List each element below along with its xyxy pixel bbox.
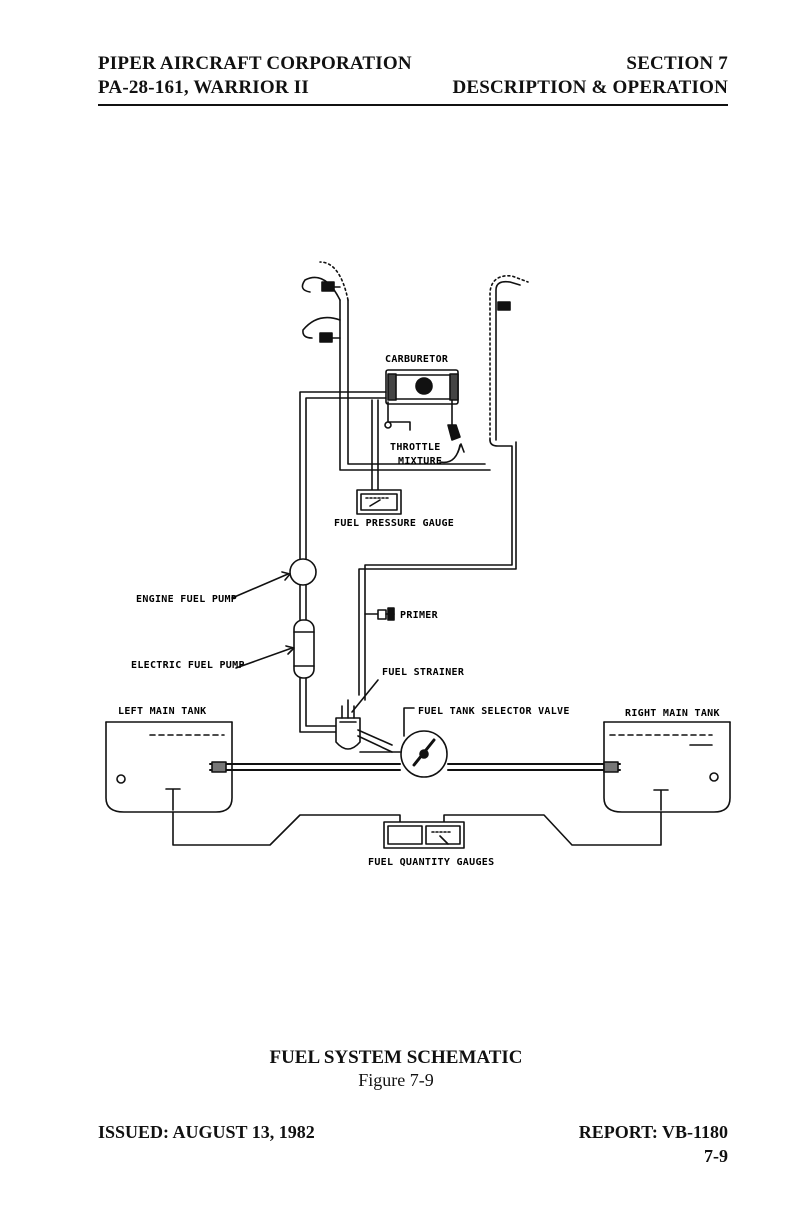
label-left-main-tank: LEFT MAIN TANK — [118, 706, 207, 717]
footer-row: ISSUED: AUGUST 13, 1982 REPORT: VB-1180 — [98, 1120, 728, 1144]
primer-line-inner — [347, 299, 486, 465]
left-main-tank — [105, 721, 233, 813]
header-row-1: PIPER AIRCRAFT CORPORATION SECTION 7 — [98, 52, 728, 76]
figure-title: FUEL SYSTEM SCHEMATIC — [269, 1047, 523, 1068]
page-number: 7-9 — [704, 1146, 728, 1166]
right-main-tank — [603, 721, 731, 813]
label-right-main-tank: RIGHT MAIN TANK — [625, 708, 720, 719]
label-fuel-strainer: FUEL STRAINER — [382, 667, 465, 678]
throttle-mixture-controls — [384, 399, 465, 464]
strainer-leader — [351, 679, 379, 713]
strainer-to-valve-line — [357, 729, 393, 746]
label-fuel-quantity-gauges: FUEL QUANTITY GAUGES — [368, 857, 494, 868]
label-fuel-pressure-gauge: FUEL PRESSURE GAUGE — [334, 518, 454, 529]
fuel-quantity-gauges — [383, 821, 465, 849]
label-fuel-tank-selector-valve: FUEL TANK SELECTOR VALVE — [418, 706, 570, 717]
figure-number: Figure 7-9 — [358, 1070, 434, 1090]
fuel-line-to-strainer — [299, 677, 337, 733]
fuel-line-carb-feed-2 — [305, 397, 387, 561]
right-primer-nozzle — [358, 275, 529, 701]
selector-leader — [403, 707, 415, 737]
carburetor — [385, 369, 459, 405]
fuel-pressure-gauge — [356, 489, 402, 515]
label-carburetor: CARBURETOR — [385, 354, 449, 365]
fuel-tank-selector-valve — [359, 730, 448, 778]
engine-fuel-pump — [289, 558, 317, 586]
section-number: SECTION 7 — [626, 53, 728, 74]
label-electric-fuel-pump: ELECTRIC FUEL PUMP — [131, 660, 245, 671]
page-footer: ISSUED: AUGUST 13, 1982 REPORT: VB-1180 … — [98, 1120, 728, 1168]
engine-pump-leader — [231, 573, 289, 599]
company-name: PIPER AIRCRAFT CORPORATION — [98, 53, 412, 74]
primer-line-outer — [339, 299, 491, 471]
label-throttle: THROTTLE — [390, 442, 441, 453]
primer-nozzles — [301, 261, 491, 471]
label-engine-fuel-pump: ENGINE FUEL PUMP — [136, 594, 237, 605]
label-mixture: MIXTURE — [398, 456, 442, 467]
fuel-strainer — [335, 699, 361, 750]
page-header: PIPER AIRCRAFT CORPORATION SECTION 7 PA-… — [98, 52, 728, 100]
header-divider — [98, 104, 728, 106]
report-number: REPORT: VB-1180 — [578, 1122, 728, 1142]
section-title: DESCRIPTION & OPERATION — [452, 77, 728, 98]
issued-date: ISSUED: AUGUST 13, 1982 — [98, 1122, 315, 1142]
left-gauge-wire — [172, 811, 401, 846]
electric-fuel-pump — [293, 619, 315, 679]
primer — [364, 607, 395, 621]
label-primer: PRIMER — [400, 610, 439, 621]
aircraft-model: PA-28-161, WARRIOR II — [98, 77, 309, 98]
electric-pump-leader — [235, 647, 293, 669]
fuel-line-carb-feed — [299, 391, 387, 561]
header-row-2: PA-28-161, WARRIOR II DESCRIPTION & OPER… — [98, 76, 728, 100]
right-gauge-wire — [443, 811, 662, 846]
